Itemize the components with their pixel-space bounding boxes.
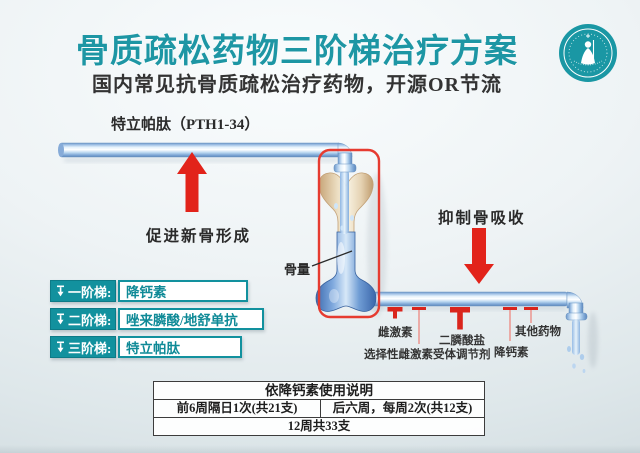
valve-calcitonin-icon [503,307,517,341]
usage-table-row: 前6周隔日1次(共21支) 后六周，每周2次(共12支) [154,400,484,418]
usage-table-title: 依降钙素使用说明 [154,382,484,400]
inflow-pipe [58,142,357,173]
bone-blue-fill [315,231,377,312]
ladder-step-1: 一阶梯: 降钙素 [50,280,248,302]
outflow-water-stream [567,319,586,373]
down-arrow-icon [464,228,494,284]
ladder-step-1-key: 一阶梯: [50,280,116,302]
drug-label-calcitonin: 降钙素 [494,347,529,359]
down-arrow-from-bar-icon [57,313,64,325]
up-arrow-icon [177,152,207,212]
valve-bisphosphonate-icon [450,307,470,330]
hospital-logo [559,24,617,82]
bottom-edge-shade [0,445,640,453]
bone-label-pointer-line [311,250,353,267]
page-subtitle: 国内常见抗骨质疏松治疗药物，开源OR节流 [92,74,502,96]
valve-serm-icon [412,307,426,344]
ladder-step-2: 二阶梯: 唑来膦酸/地舒单抗 [50,308,264,330]
drug-label-estrogen: 雌激素 [378,327,413,339]
drug-label-bisphosphonate: 二膦酸盐 [439,335,485,347]
valve-estrogen-icon [387,307,403,319]
ladder-step-3: 三阶梯: 特立帕肽 [50,336,242,358]
ladder-step-3-drug: 特立帕肽 [118,336,242,358]
down-arrow-from-bar-icon [57,341,64,353]
ladder-step-1-label: 一阶梯: [68,284,112,300]
bone-highlight-box [317,148,381,319]
usage-table-cell-right: 后六周，每周2次(共12支) [332,401,473,415]
inflow-drug-label: 特立帕肽（PTH1-34） [111,117,260,133]
outflow-pipe [361,291,588,373]
valves [387,307,538,344]
inflow-water-stream [334,170,354,234]
ladder-step-3-label: 三阶梯: [68,340,112,356]
ladder-step-2-drug: 唑来膦酸/地舒单抗 [118,308,264,330]
ladder-step-2-label: 二阶梯: [68,312,112,328]
down-arrow-from-bar-icon [57,285,64,297]
usage-table: 依降钙素使用说明 前6周隔日1次(共21支) 后六周，每周2次(共12支) 12… [153,381,485,436]
page-title: 骨质疏松药物三阶梯治疗方案 [76,34,518,70]
usage-table-cell-left: 前6周隔日1次(共21支) [154,400,321,417]
usage-table-total: 12周共33支 [287,419,351,433]
promote-formation-label: 促进新骨形成 [146,228,252,245]
ladder-step-1-drug: 降钙素 [118,280,248,302]
drug-label-others: 其他药物 [515,326,561,338]
bone-mass-label: 骨量 [284,262,311,277]
bone-illustration [315,170,377,312]
valve-others-icon [524,307,538,323]
drug-label-serm: 选择性雌激素受体调节剂 [364,349,491,361]
inhibit-resorption-label: 抑制骨吸收 [438,210,526,227]
ladder-step-3-key: 三阶梯: [50,336,116,358]
ladder-step-2-key: 二阶梯: [50,308,116,330]
